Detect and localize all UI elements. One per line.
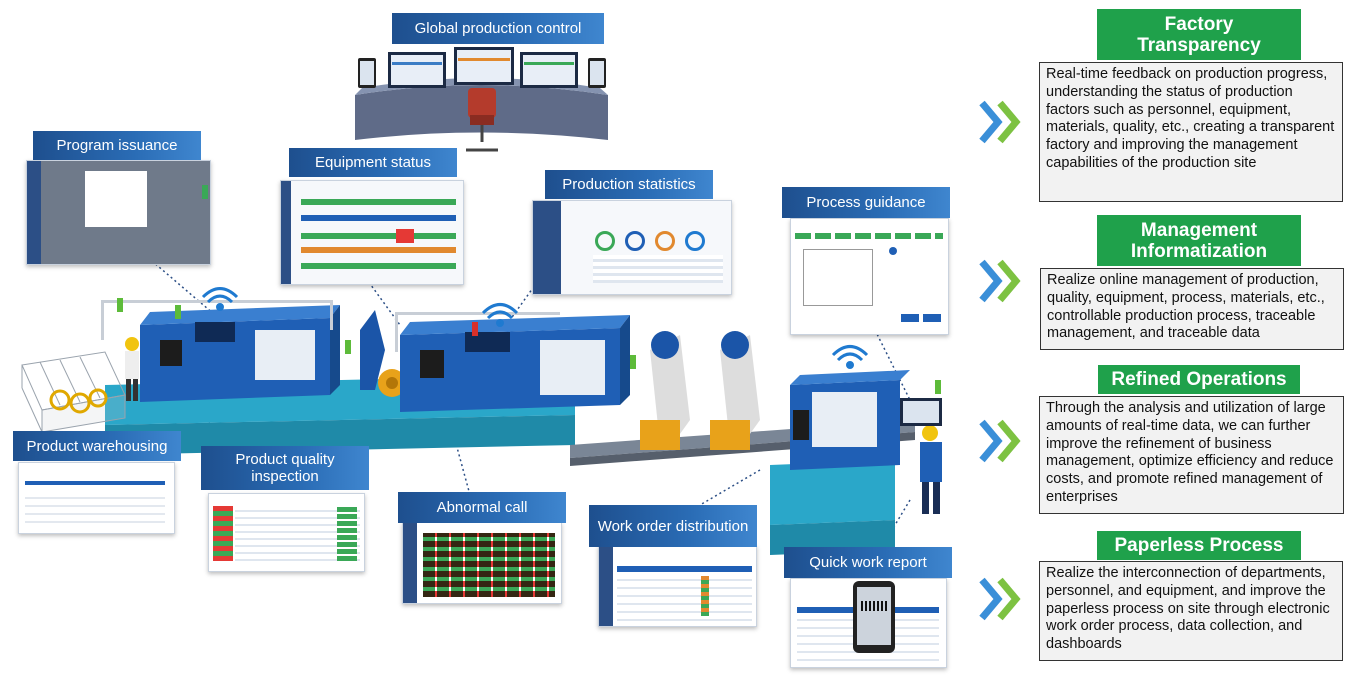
chevron-right-icon	[979, 259, 1021, 303]
label-program-issuance: Program issuance	[33, 131, 201, 160]
work-order-screen	[598, 545, 757, 627]
robot-arm-pair	[640, 331, 760, 450]
label-equipment-status: Equipment status	[289, 148, 457, 177]
quality-inspection-screen	[208, 493, 365, 572]
status-light-icon	[345, 340, 351, 354]
label-production-statistics: Production statistics	[545, 170, 713, 199]
phone-icon	[853, 581, 895, 653]
label-abnormal-call: Abnormal call	[398, 492, 566, 523]
chevron-right-icon	[979, 419, 1021, 463]
worker-icon	[920, 425, 942, 514]
label-quick-work-report: Quick work report	[784, 547, 952, 578]
robot-arm-icon	[360, 310, 406, 397]
wifi-icon	[831, 345, 869, 369]
production-statistics-screen	[532, 200, 732, 295]
wifi-icon	[481, 303, 519, 327]
panel-title-refined-operations: Refined Operations	[1098, 365, 1300, 394]
panel-text-management-informatization: Realize online management of production,…	[1040, 268, 1344, 350]
chevron-right-icon	[979, 100, 1021, 144]
equipment-status-screen	[280, 180, 464, 285]
panel-title-paperless-process: Paperless Process	[1097, 531, 1301, 560]
chevron-right-icon	[979, 577, 1021, 621]
status-light-icon	[630, 355, 636, 369]
status-light-icon	[472, 322, 478, 336]
panel-text-paperless-process: Realize the interconnection of departmen…	[1039, 561, 1343, 661]
panel-text-refined-operations: Through the analysis and utilization of …	[1039, 396, 1344, 514]
panel-text-factory-transparency: Real-time feedback on production progres…	[1039, 62, 1343, 202]
cnc-machine-1	[101, 300, 340, 402]
tablet-icon	[900, 398, 942, 426]
wifi-icon	[201, 287, 239, 311]
label-product-warehousing: Product warehousing	[13, 431, 181, 461]
label-global-production-control: Global production control	[392, 13, 604, 44]
control-room	[355, 47, 608, 152]
worker-icon	[125, 337, 139, 401]
panel-title-management-informatization: Management Informatization	[1097, 215, 1301, 266]
product-warehousing-screen	[18, 462, 175, 534]
cnc-machine-2	[395, 312, 630, 412]
label-work-order-distribution: Work order distribution	[589, 505, 757, 547]
factory-illustration	[21, 47, 942, 555]
abnormal-call-screen	[402, 522, 562, 604]
status-light-icon	[935, 380, 941, 394]
label-product-quality-inspection: Product quality inspection	[201, 446, 369, 490]
wire-basket	[21, 351, 126, 433]
status-light-icon	[117, 298, 123, 312]
status-light-icon	[175, 305, 181, 319]
cnc-machine-3	[790, 370, 910, 470]
quick-work-report-screen	[790, 578, 947, 668]
panel-title-factory-transparency: Factory Transparency	[1097, 9, 1301, 60]
label-process-guidance: Process guidance	[782, 187, 950, 218]
process-guidance-screen	[790, 218, 949, 335]
program-issuance-screen	[26, 160, 211, 265]
